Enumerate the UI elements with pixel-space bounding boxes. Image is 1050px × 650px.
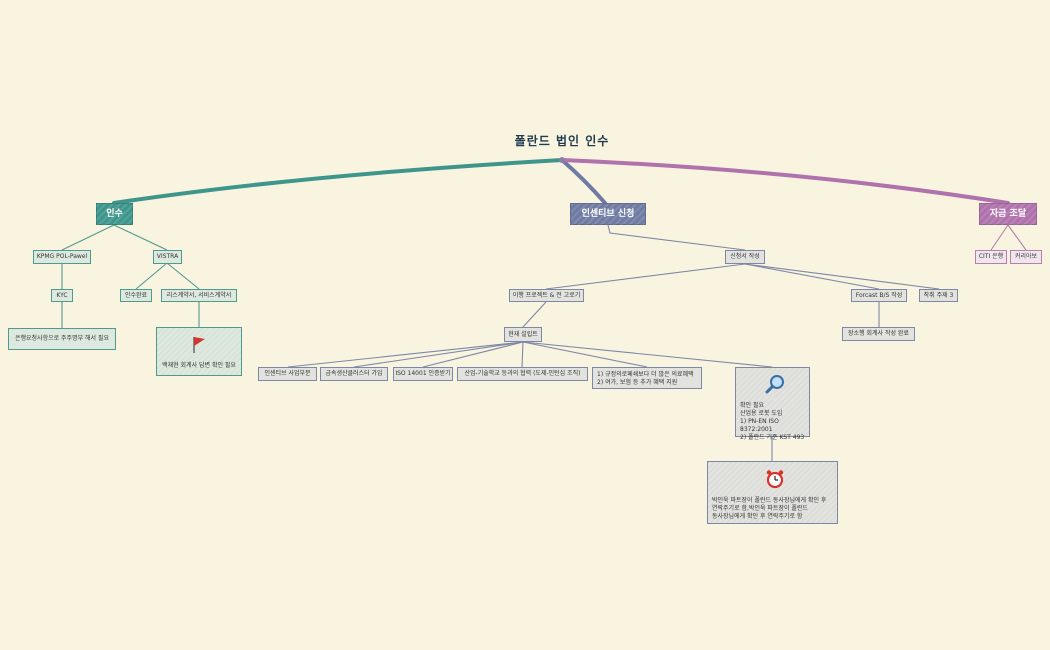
- topic-incentive-item[interactable]: ISO 14001 인증받기: [393, 367, 453, 381]
- branch-incentive[interactable]: 인센티브 신청: [570, 203, 646, 225]
- root-topic[interactable]: 폴란드 법인 인수: [514, 134, 610, 148]
- topic-check-note[interactable]: 확인 필요 산업용 로봇 도입 1) PN-EN ISO 8372:2001 2…: [735, 367, 810, 441]
- check-note-text: 확인 필요 산업용 로봇 도입 1) PN-EN ISO 8372:2001 2…: [740, 402, 805, 442]
- topic-forecast[interactable]: Forcast B/S 작성: [851, 289, 907, 302]
- alarm-clock-icon: [765, 469, 785, 492]
- topic-timer-note[interactable]: 박인욱 파트장이 폴란드 동사장님에게 확인 후 연락주기로 함,박인욱 파트장…: [707, 461, 838, 524]
- timer-note-text: 박인욱 파트장이 폴란드 동사장님에게 확인 후 연락주기로 함,박인욱 파트장…: [712, 497, 827, 521]
- topic-incentive-benefits[interactable]: 1) 규정의로페쇄보다 더 많은 의료혜택 2) 여가, 보험 등 추가 혜택 …: [592, 367, 702, 389]
- topic-incentive-item[interactable]: 금속생산클러스터 가입: [320, 367, 388, 381]
- topic-application[interactable]: 신청서 작성: [725, 250, 765, 264]
- topic-vistra-note[interactable]: 백재현 회계사 답변 확인 필요: [156, 327, 242, 376]
- topic-vistra[interactable]: VISTRA: [153, 250, 182, 264]
- topic-kyc-note[interactable]: 은행요청사항으로 주주명부 해서 필요: [8, 328, 116, 350]
- topic-incentive-item[interactable]: 산업-기술학교 등과의 협력 (도제-인턴십 조직): [457, 367, 588, 381]
- flag-icon: [192, 336, 206, 357]
- topic-project-desc[interactable]: 현재 설립트: [504, 327, 542, 342]
- benefits-line-1: 1) 규정의로페쇄보다 더 많은 의료혜택: [597, 371, 694, 378]
- branch-acquisition[interactable]: 인수: [96, 203, 133, 225]
- topic-vistra-done[interactable]: 인수완료: [120, 289, 152, 302]
- topic-others[interactable]: 착취 주제 3: [919, 289, 958, 302]
- vistra-note-text: 백재현 회계사 답변 확인 필요: [162, 362, 236, 370]
- magnifier-icon: [765, 374, 785, 397]
- topic-kpmg[interactable]: KPMG POL-Pawel: [33, 250, 91, 264]
- topic-forecast-child[interactable]: 장소행 회계사 작성 완료: [842, 327, 915, 341]
- branch-funding[interactable]: 자금 조달: [979, 203, 1037, 225]
- topic-kyc[interactable]: KYC: [51, 289, 73, 302]
- topic-incentive-item[interactable]: 인센티브 사업부분: [258, 367, 317, 381]
- topic-project[interactable]: 이행 프로젝트 & 전 고로기: [509, 289, 584, 302]
- topic-citi[interactable]: CITI 은행: [975, 250, 1007, 264]
- topic-funding-other[interactable]: 커리아보: [1010, 250, 1042, 264]
- topic-vistra-contract[interactable]: 리스계약서, 서비스계약서: [161, 289, 237, 302]
- benefits-line-2: 2) 여가, 보험 등 추가 혜택 지원: [597, 379, 678, 387]
